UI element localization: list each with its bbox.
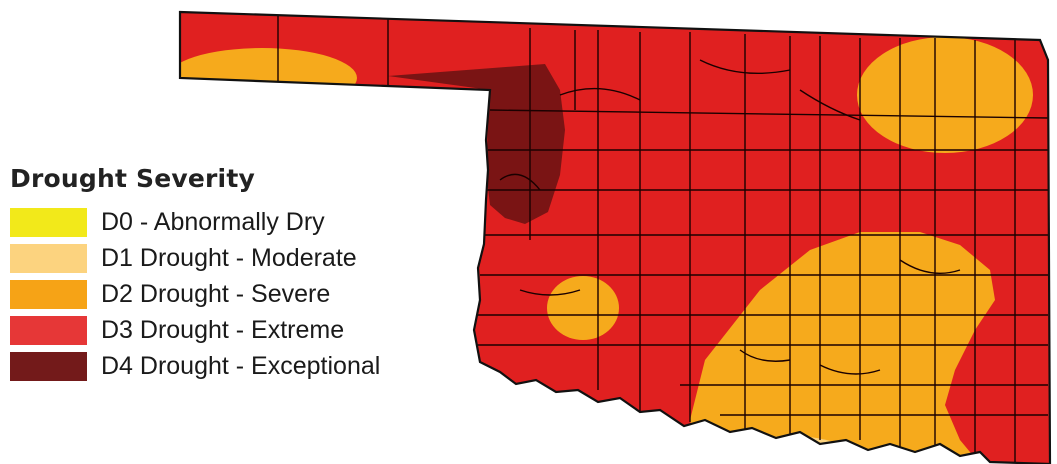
legend-label-d0: D0 - Abnormally Dry <box>101 207 325 236</box>
drought-severe-area-southwest <box>547 276 619 340</box>
drought-severe-area-southeast <box>690 232 995 464</box>
legend-swatch-d2 <box>10 279 87 309</box>
drought-severe-area-northeast <box>857 37 1033 153</box>
legend-swatch-d1 <box>10 243 87 273</box>
legend-item-d0: D0 - Abnormally Dry <box>10 207 380 237</box>
legend: Drought Severity D0 - Abnormally Dry D1 … <box>10 164 380 387</box>
legend-swatch-d4 <box>10 351 87 381</box>
legend-swatch-d0 <box>10 207 87 237</box>
county-lines <box>277 15 1049 462</box>
legend-swatch-d3 <box>10 315 87 345</box>
legend-title: Drought Severity <box>10 164 255 193</box>
legend-item-d2: D2 Drought - Severe <box>10 279 380 309</box>
legend-item-d4: D4 Drought - Exceptional <box>10 351 380 381</box>
legend-label-d1: D1 Drought - Moderate <box>101 243 357 272</box>
legend-item-d1: D1 Drought - Moderate <box>10 243 380 273</box>
legend-label-d2: D2 Drought - Severe <box>101 279 331 308</box>
drought-exceptional-area-west <box>388 64 565 224</box>
legend-label-d4: D4 Drought - Exceptional <box>101 351 381 380</box>
legend-item-d3: D3 Drought - Extreme <box>10 315 380 345</box>
legend-label-d3: D3 Drought - Extreme <box>101 315 345 344</box>
